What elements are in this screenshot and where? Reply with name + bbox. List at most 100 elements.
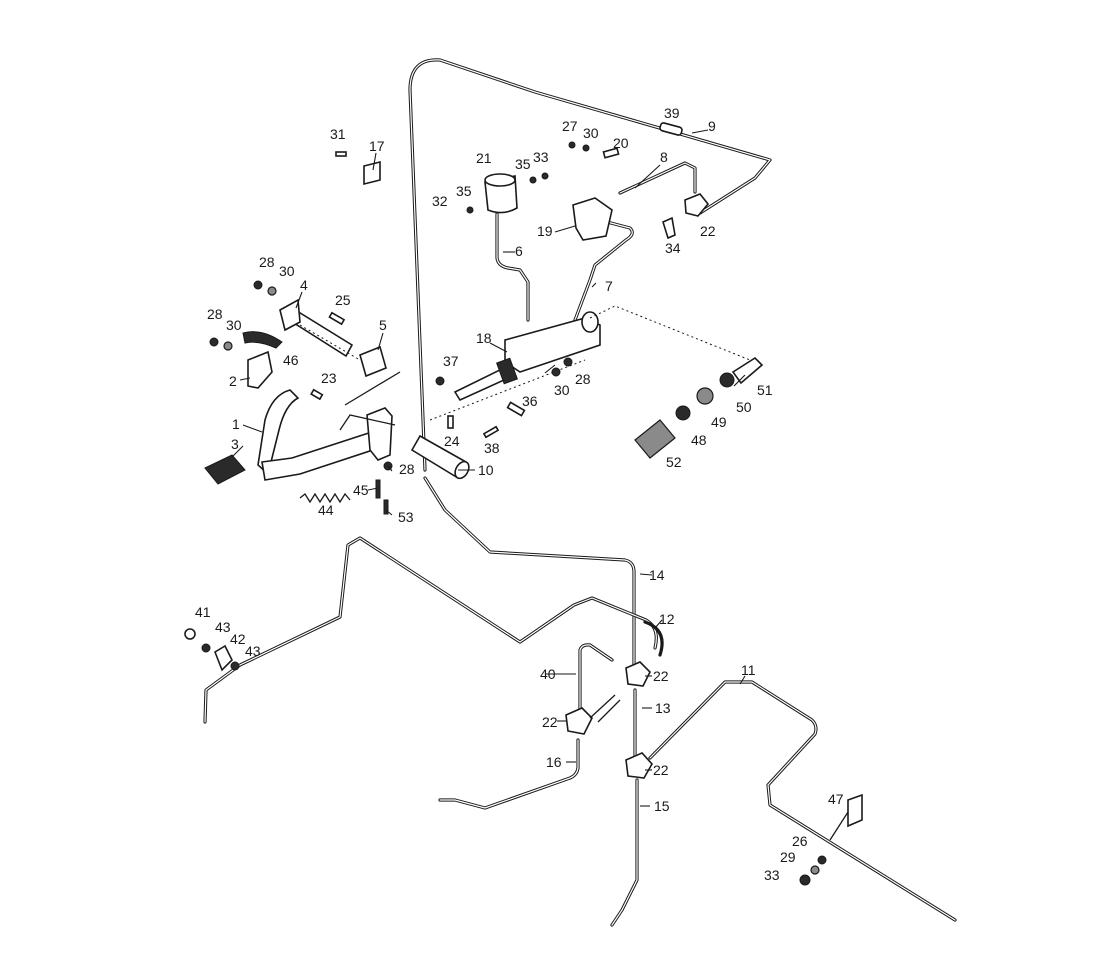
callout-37: 37: [443, 353, 459, 369]
callout-14: 14: [649, 567, 665, 583]
callout-30d: 30: [583, 125, 599, 141]
connector-22-a: [625, 661, 651, 687]
callout-13: 13: [655, 700, 671, 716]
callout-25: 25: [335, 292, 351, 308]
callout-1: 1: [232, 416, 240, 432]
callout-41: 41: [195, 604, 211, 620]
pipe-16: [438, 738, 580, 810]
callout-3: 3: [231, 436, 239, 452]
callout-45: 45: [353, 482, 369, 498]
callout-17: 17: [369, 138, 385, 154]
callout-15: 15: [654, 798, 670, 814]
callout-33b: 33: [764, 867, 780, 883]
callout-30b: 30: [226, 317, 242, 333]
callout-7: 7: [605, 278, 613, 294]
callout-11: 11: [741, 662, 756, 678]
bleeder-lower: [589, 694, 621, 723]
callout-32: 32: [432, 193, 448, 209]
nut-43b: [230, 661, 240, 671]
callout-20: 20: [613, 135, 629, 151]
stop-bracket: [247, 350, 273, 389]
callout-35a: 35: [456, 183, 472, 199]
pipe-40: [578, 643, 614, 717]
callout-40: 40: [540, 666, 556, 682]
callout-labels: 1 2 3 4 5 6 7 8 9 10 11 12 13 14 15 16 1…: [195, 105, 844, 883]
callout-22a: 22: [700, 223, 716, 239]
callout-33a: 33: [533, 149, 549, 165]
shaft-bracket: [279, 298, 301, 332]
bracket-47: [847, 793, 863, 828]
callout-4: 4: [300, 277, 308, 293]
seal-49: [696, 387, 714, 405]
callout-39: 39: [664, 105, 680, 121]
clip-42: [214, 644, 233, 672]
callout-30a: 30: [279, 263, 295, 279]
callout-9: 9: [708, 118, 716, 134]
return-spring: [299, 492, 351, 504]
callout-36: 36: [522, 393, 538, 409]
callout-22d: 22: [653, 762, 669, 778]
pedal-assembly: [204, 160, 470, 504]
nut-29: [810, 865, 820, 875]
pipe-6: [495, 212, 530, 322]
pedal-arm: [261, 429, 387, 481]
bushing: [359, 345, 387, 378]
callout-49: 49: [711, 414, 727, 430]
callout-53: 53: [398, 509, 414, 525]
callout-26: 26: [792, 833, 808, 849]
hose-39: [659, 122, 683, 136]
callout-51: 51: [757, 382, 773, 398]
callout-27: 27: [562, 118, 578, 134]
nut-26: [817, 855, 827, 865]
callout-34: 34: [665, 240, 681, 256]
callout-46: 46: [283, 352, 299, 368]
pipe-long-left: [203, 536, 658, 724]
connector-22-top: [684, 193, 710, 217]
callout-28a: 28: [259, 254, 275, 270]
callout-44: 44: [318, 502, 334, 518]
callout-19: 19: [537, 223, 553, 239]
pivot-bracket: [366, 407, 393, 461]
callout-42: 42: [230, 631, 246, 647]
pipe-lines: [203, 58, 957, 927]
callout-43b: 43: [245, 643, 261, 659]
callout-22b: 22: [653, 668, 669, 684]
callout-28d: 28: [399, 461, 415, 477]
connector-22-c: [625, 752, 653, 779]
bracket-17: [363, 160, 381, 186]
callout-21: 21: [476, 150, 492, 166]
leader-lines: [231, 129, 746, 807]
callout-12: 12: [659, 611, 675, 627]
callout-23: 23: [321, 370, 337, 386]
nut-33: [799, 874, 811, 886]
pipe-9: [408, 58, 772, 472]
bleeder-34: [662, 216, 676, 240]
callout-50: 50: [736, 399, 752, 415]
callout-47: 47: [828, 791, 844, 807]
rubber-stop: [242, 331, 283, 349]
seal-48: [675, 405, 691, 421]
slave-cylinder-51: [731, 356, 764, 385]
small-hardware: [209, 141, 590, 515]
pipe-15: [610, 778, 639, 927]
master-cylinder-assembly: [429, 122, 764, 459]
callout-35b: 35: [515, 156, 531, 172]
connector-22-b: [565, 707, 593, 735]
callout-28c: 28: [575, 371, 591, 387]
callout-16: 16: [546, 754, 562, 770]
callout-48: 48: [691, 432, 707, 448]
callout-38: 38: [484, 440, 500, 456]
callout-30c: 30: [554, 382, 570, 398]
callout-18: 18: [476, 330, 492, 346]
valve-block: [572, 197, 613, 241]
callout-22c: 22: [542, 714, 558, 730]
callout-6: 6: [515, 243, 523, 259]
callout-8: 8: [660, 149, 668, 165]
pipe-12: [643, 620, 664, 657]
callout-29: 29: [780, 849, 796, 865]
callout-10: 10: [478, 462, 494, 478]
seal-50: [719, 372, 735, 388]
callout-2: 2: [229, 373, 237, 389]
pedal-pad: [204, 454, 246, 485]
